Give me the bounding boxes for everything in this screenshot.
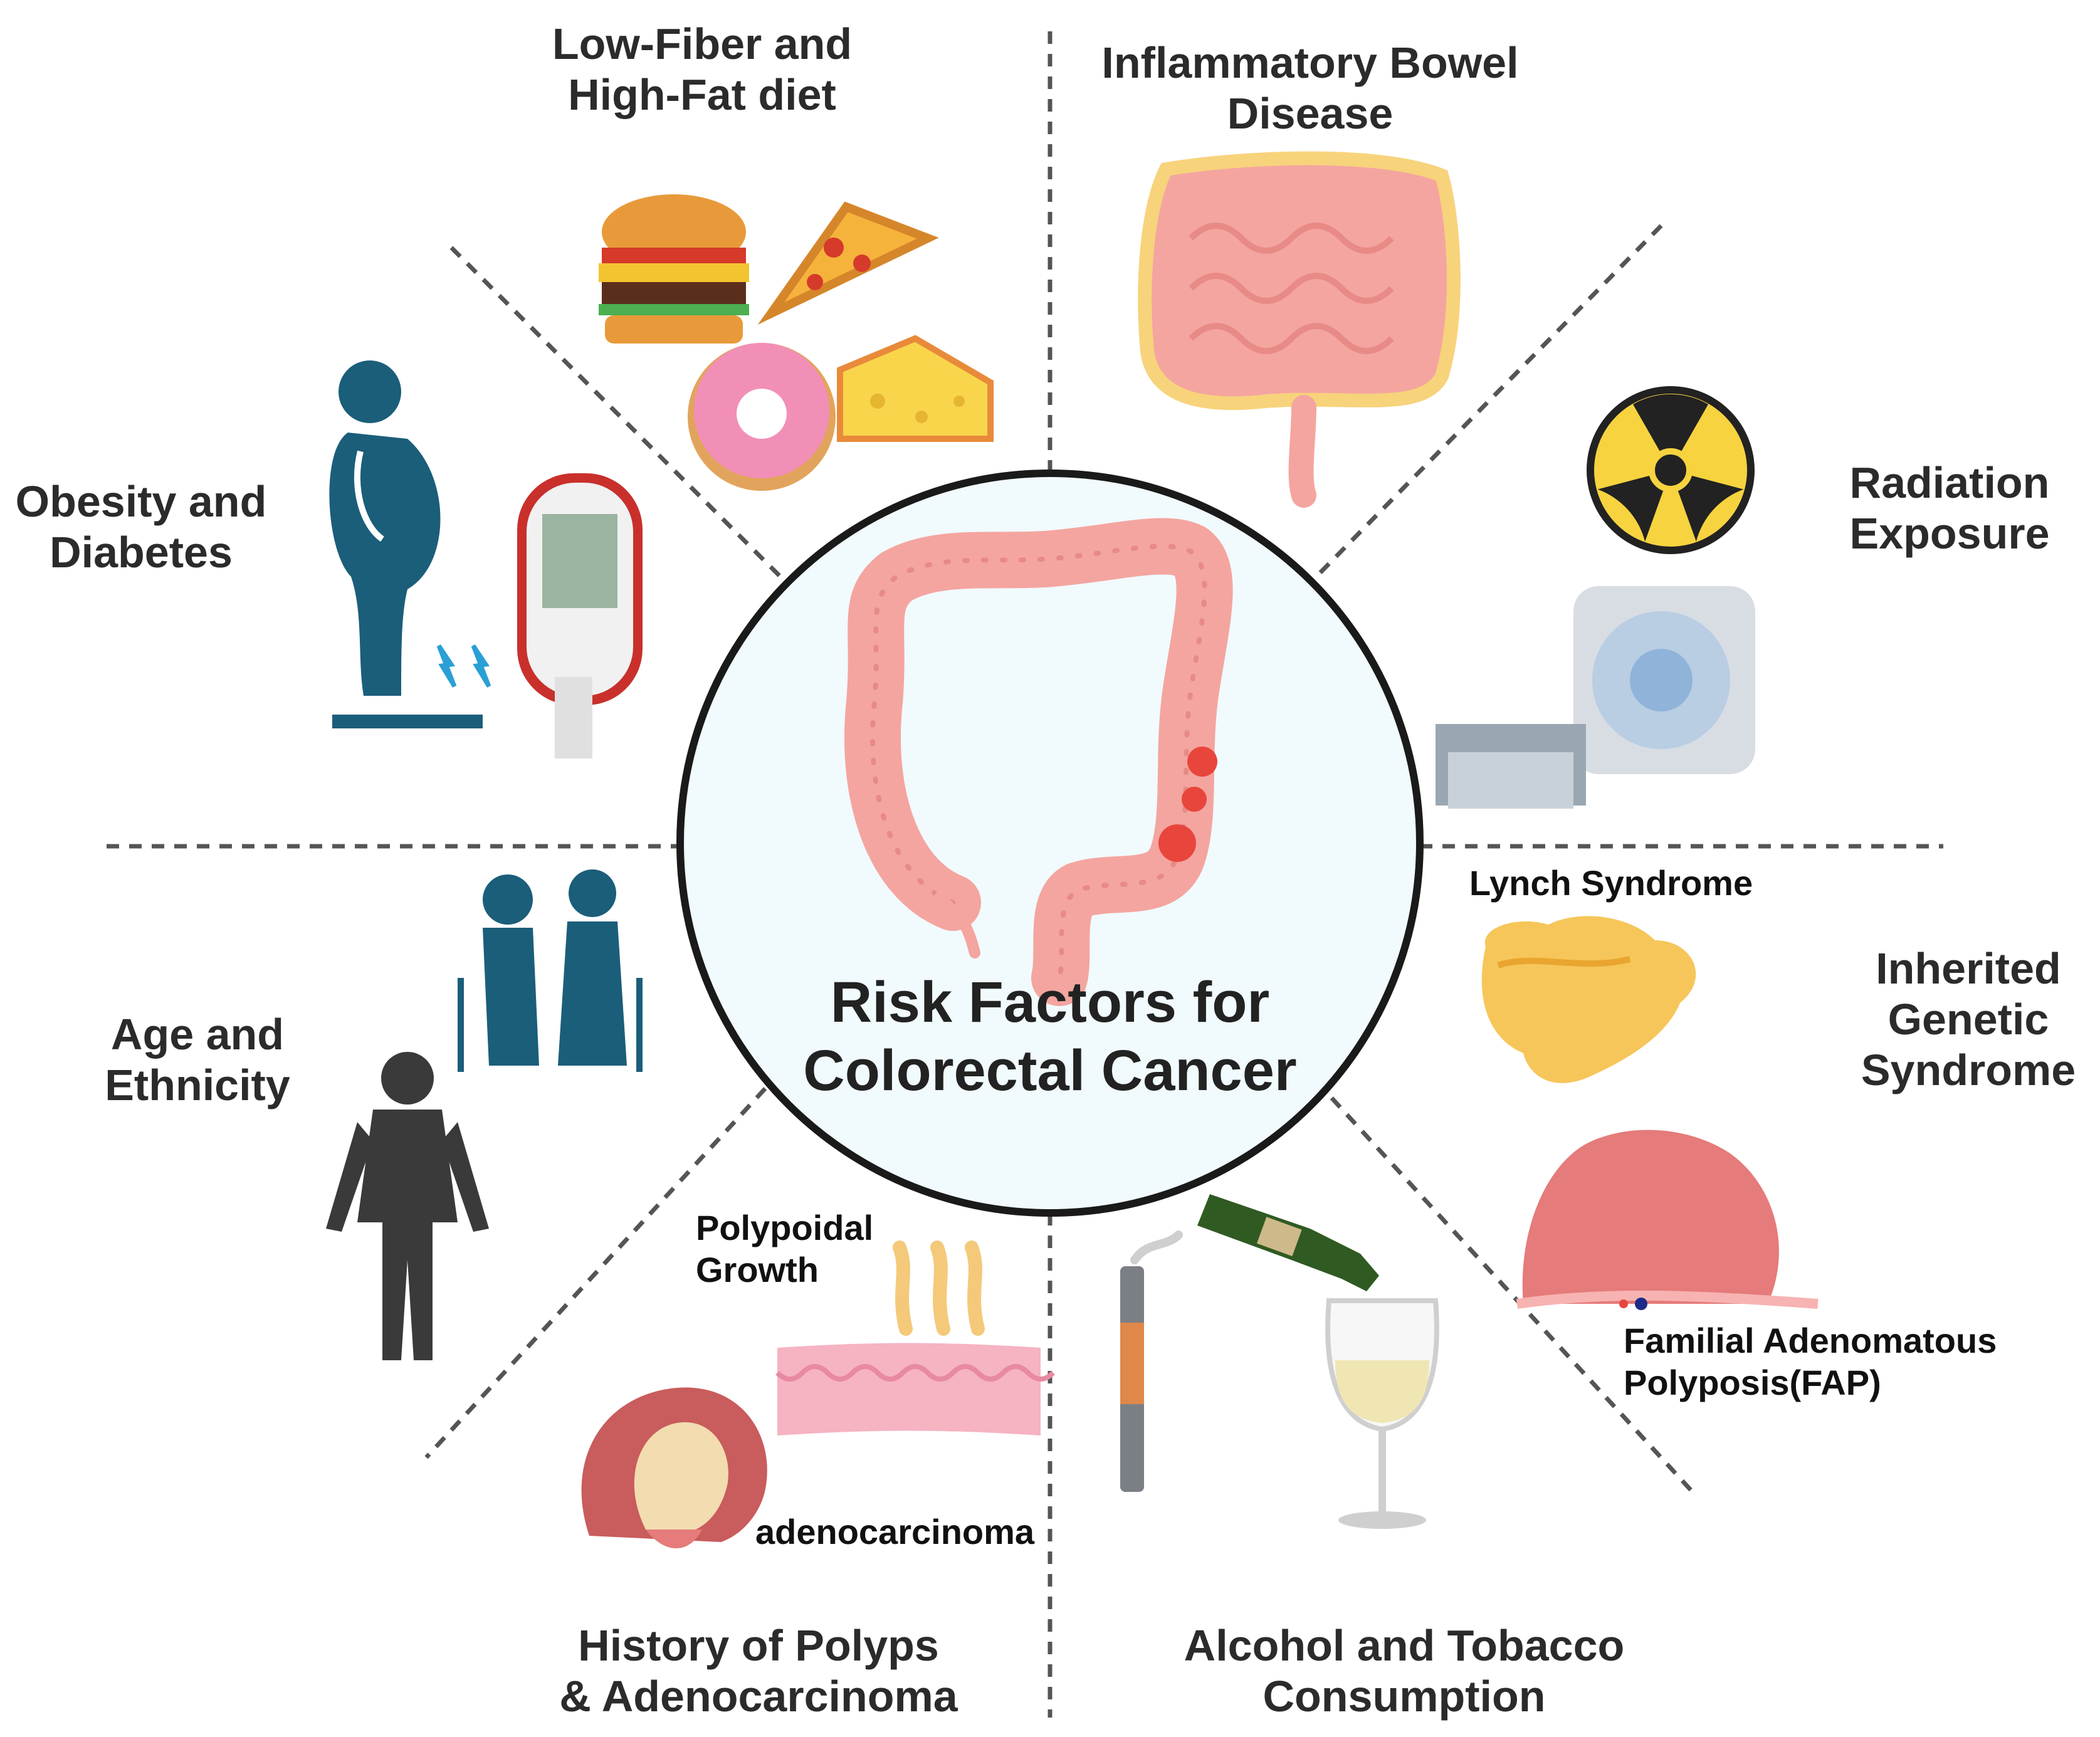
radiation-symbol-icon <box>1587 386 1755 554</box>
elderly-couple-icon <box>458 869 643 1072</box>
obesity-label: Obesity and Diabetes <box>6 476 276 578</box>
fap-label-line: Polyposis(FAP) <box>1624 1363 1881 1403</box>
pizza-icon <box>757 201 939 325</box>
obese-person-icon <box>329 360 483 728</box>
tumor-mark <box>1158 824 1196 862</box>
fap-polyp-icon <box>1516 1130 1819 1310</box>
age-label-line: Age and <box>110 1010 285 1059</box>
e-cigarette-icon <box>1120 1231 1183 1492</box>
radiation-label-line: Radiation <box>1849 458 2050 507</box>
alcohol-label-line: Consumption <box>1263 1672 1546 1721</box>
ibd-label: Inflammatory Bowel Disease <box>1066 38 1555 139</box>
divider-top-right <box>1305 224 1663 588</box>
ibd-label-line: Inflammatory Bowel <box>1101 38 1519 87</box>
age-label: Age and Ethnicity <box>69 1009 326 1111</box>
cheese-icon <box>837 335 994 442</box>
genetic-label-line: Genetic <box>1887 995 2049 1044</box>
genetic-label-line: Inherited <box>1876 944 2061 993</box>
age-label-line: Ethnicity <box>105 1061 290 1110</box>
diet-label-line: High-Fat diet <box>568 70 836 120</box>
tumor-mark <box>1187 747 1217 777</box>
lynch-polyp-icon <box>1481 916 1696 1083</box>
radiation-label: Radiation Exposure <box>1805 458 2094 559</box>
polypoidal-growth-label: Polypoidal Growth <box>696 1207 884 1291</box>
lightning-icon <box>471 644 491 688</box>
divider-lines <box>107 31 1943 1718</box>
polyps-label-line: & Adenocarcinoma <box>559 1672 958 1721</box>
glucose-meter-icon <box>436 473 643 758</box>
radiation-label-line: Exposure <box>1849 509 2050 559</box>
divider-bottom-left <box>424 1070 782 1459</box>
alcohol-label-line: Alcohol and Tobacco <box>1184 1621 1625 1670</box>
lightning-icon <box>436 644 457 688</box>
polyps-label-line: History of Polyps <box>578 1621 939 1670</box>
lynch-syndrome-label: Lynch Syndrome <box>1469 863 1753 903</box>
tumor-mark <box>1182 787 1207 812</box>
champagne-bottle-icon <box>1197 1194 1379 1291</box>
obesity-label-line: Diabetes <box>50 528 233 577</box>
diet-foods <box>599 194 994 491</box>
human-silhouette-icon <box>326 1052 489 1360</box>
adenocarcinoma-icon <box>581 1387 767 1548</box>
genetic-label-line: Syndrome <box>1861 1046 2076 1095</box>
polypoidal-growth-label-line: Growth <box>696 1250 819 1290</box>
alcohol-label: Alcohol and Tobacco Consumption <box>1166 1620 1642 1722</box>
colon-icon <box>844 518 1233 1006</box>
polypoidal-growth-icon <box>775 1241 1055 1435</box>
fap-label-line: Familial Adenomatous <box>1624 1321 1997 1360</box>
ibd-label-line: Disease <box>1227 89 1394 139</box>
polypoidal-growth-label-line: Polypoidal <box>696 1208 874 1247</box>
burger-icon <box>599 194 749 344</box>
center-title-line: Risk Factors for <box>830 970 1270 1034</box>
obesity-label-line: Obesity and <box>15 477 267 526</box>
divider-bottom-right <box>1315 1079 1694 1494</box>
diet-label-line: Low-Fiber and <box>552 19 853 68</box>
radiotherapy-machine-icon <box>1436 586 1755 809</box>
wine-glass-icon <box>1325 1298 1439 1529</box>
donut-icon <box>688 343 836 491</box>
genetic-label: Inherited Genetic Syndrome <box>1843 943 2094 1096</box>
adenocarcinoma-label: adenocarcinoma <box>755 1512 1035 1551</box>
intestine-icon <box>1138 151 1461 508</box>
fap-label: Familial Adenomatous Polyposis(FAP) <box>1624 1320 2012 1404</box>
polyps-label: History of Polyps & Adenocarcinoma <box>539 1620 978 1722</box>
diet-label: Low-Fiber and High-Fat diet <box>514 19 890 120</box>
center-title: Risk Factors for Colorectal Cancer <box>674 968 1426 1105</box>
center-title-line: Colorectal Cancer <box>803 1038 1297 1103</box>
